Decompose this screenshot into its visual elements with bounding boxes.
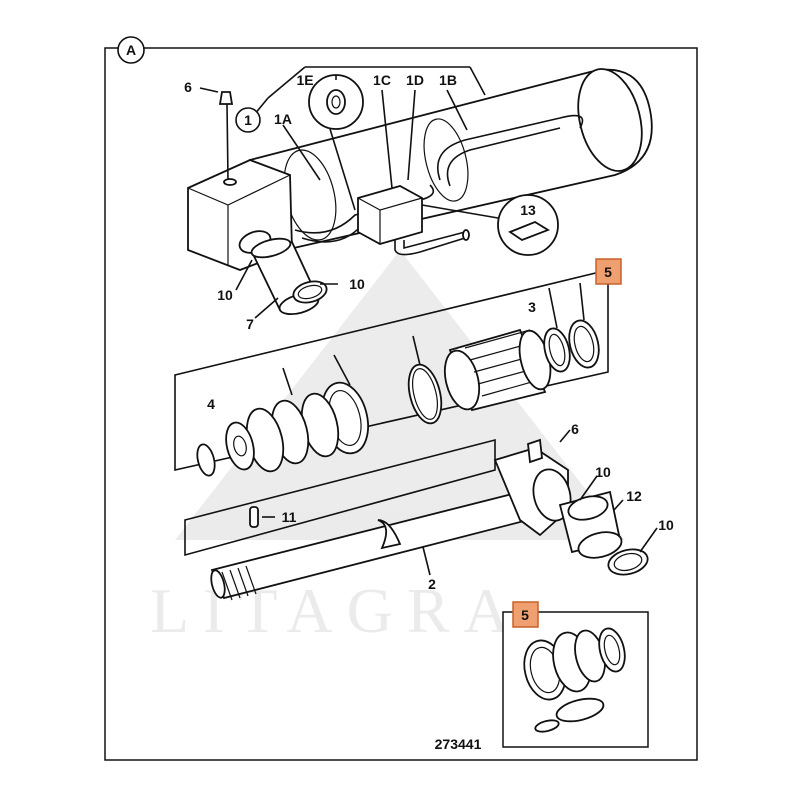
callout-5-inset-text: 5	[521, 607, 529, 623]
callout-10-b: 10	[349, 276, 365, 292]
callout-11: 11	[282, 509, 297, 525]
callout-leaders	[199, 66, 658, 553]
callout-6-top: 6	[184, 79, 192, 95]
callout-6-right: 6	[571, 421, 579, 437]
callout-1-text: 1	[244, 112, 252, 128]
callout-5-top[interactable]: 5	[595, 258, 622, 285]
callout-1b: 1B	[439, 72, 457, 88]
view-label-text: A	[126, 42, 136, 58]
callout-10-c: 10	[595, 464, 611, 480]
callout-1: 1	[235, 107, 261, 133]
callout-7: 7	[246, 316, 254, 332]
callout-12: 12	[626, 488, 642, 504]
piston-kit-panel	[174, 268, 609, 477]
callout-labels: 1 1A 1E 1C 1D 1B 6 13 10 7 10 3 4 6 10 1…	[184, 72, 674, 752]
callout-5-top-text: 5	[604, 264, 612, 280]
callout-4: 4	[207, 396, 215, 412]
callout-5-top-highlight	[595, 258, 622, 285]
drawing-number: 273441	[435, 736, 482, 752]
gland-7	[250, 237, 328, 316]
callout-10-d: 10	[658, 517, 674, 533]
callout-1e: 1E	[296, 72, 313, 88]
callout-10-a: 10	[217, 287, 233, 303]
seal-kit-inset	[502, 611, 649, 748]
view-label: A	[117, 36, 145, 64]
watermark-text: LITAGRA	[150, 575, 524, 646]
callout-1c: 1C	[373, 72, 391, 88]
callout-5-inset[interactable]: 5	[512, 601, 539, 628]
callout-3: 3	[528, 299, 536, 315]
rod-assembly	[184, 438, 649, 601]
callout-5-inset-highlight	[512, 601, 539, 628]
barrel-assembly	[187, 68, 653, 271]
diagram-frame	[104, 47, 698, 761]
callout-1d: 1D	[406, 72, 424, 88]
callout-13: 13	[520, 202, 536, 218]
callout-2: 2	[428, 576, 436, 592]
callout-1a: 1A	[274, 111, 292, 127]
